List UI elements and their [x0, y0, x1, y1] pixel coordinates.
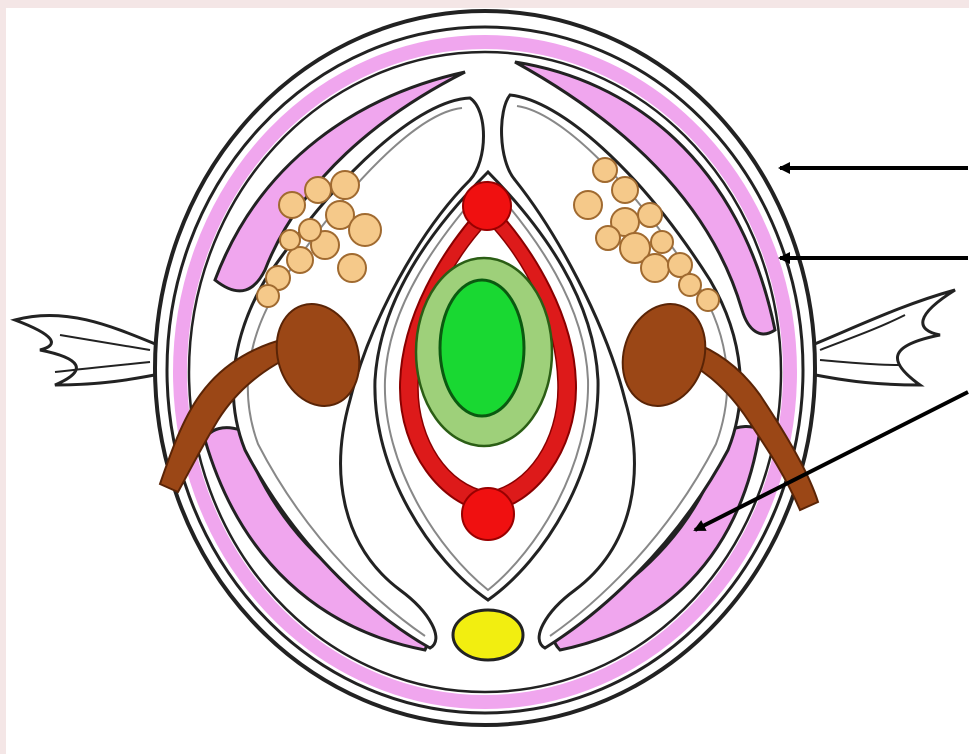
dorsal-blood-vessel [463, 182, 511, 230]
gut-lumen [440, 280, 524, 416]
parapodium-right [800, 290, 955, 385]
nerve-cord [453, 610, 523, 660]
ventral-blood-vessel [462, 488, 514, 540]
parapodium-left [15, 315, 170, 385]
